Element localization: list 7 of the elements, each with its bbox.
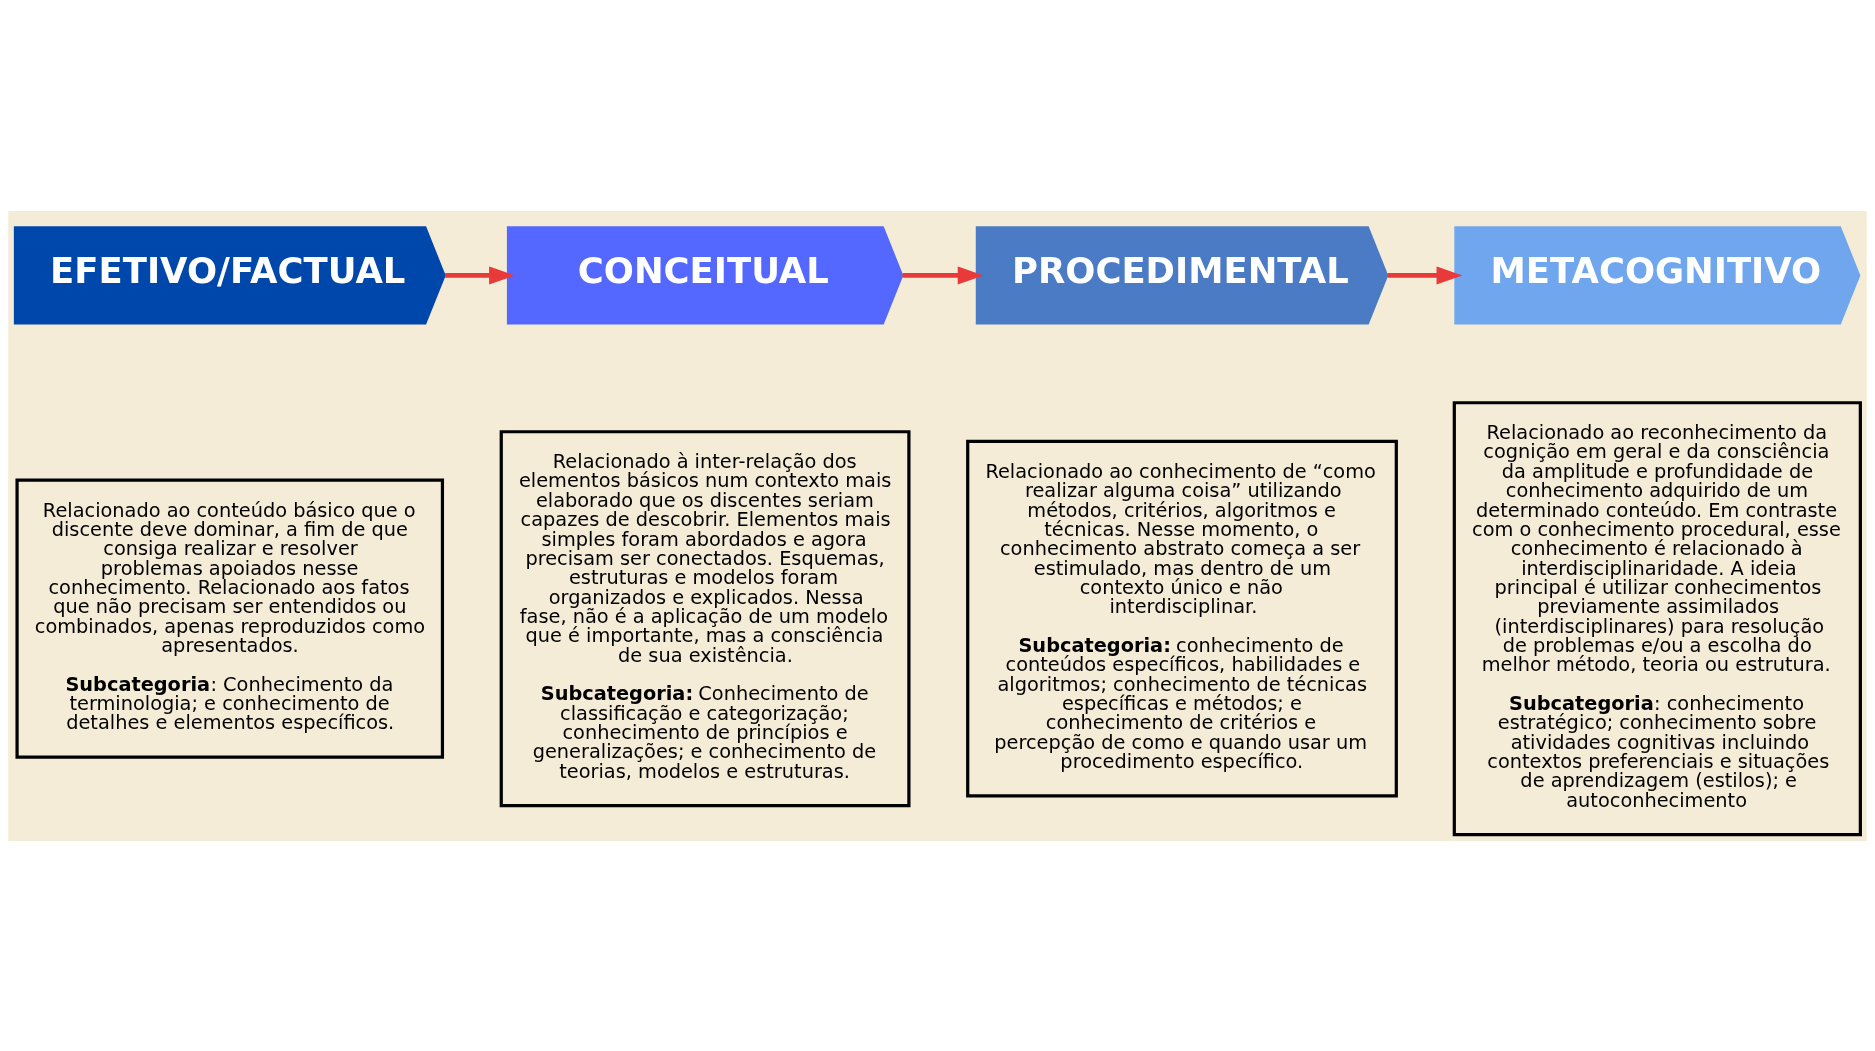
node-box: Relacionado ao reconhecimento da cognição em geral e da consciência da amplitude e profundidade de conhecimento adquirido de um determinado conteúdo. Em contraste com o conhecimento procedural, esse conhecimento é relacionado à interdisciplinaridade. A ideia principal é utilizar conhecimentos previamente assimilados (interdisciplinares) para resolução de problemas e/ou a escolha do melhor método, teoria ou estrutura. Subcategoria: conhecimento estratégico; conhecimento sobre atividades cognitivas incluindo contextos preferenciais e situações de aprendizagem (estilos); e autoconhecimento bbox=[1452, 400, 1862, 836]
arrow bbox=[1387, 265, 1463, 284]
arrow bbox=[445, 265, 515, 284]
arrow bbox=[902, 265, 984, 284]
node-box: Relacionado ao conhecimento de “como realizar alguma coisa” utilizando métodos, critérios, algoritmos e técnicas. Nesse momento, o conhecimento abstrato começa a ser estimulado, mas dentro de um contexto único e não interdisciplinar. Subcategoria: conhecimento de conteúdos específicos, habilidades e algoritmos; conhecimento de técnicas específicas e métodos; e conhecimento de critérios e percepção de como e quando usar um procedimento específico. bbox=[966, 439, 1398, 797]
node-box: Relacionado à inter-relação dos elementos básicos num contexto mais elaborado que os discentes seriam capazes de descobrir. Elementos mais simples foram abordados e agora precisam ser conectados. Esquemas, estruturas e modelos foram organizados e explicados. Nessa fase, não é a aplicação de um modelo que é importante, mas a consciência de sua existência. Subcategoria: Conhecimento de classificação e categorização; conhecimento de princípios e generalizações; e conhecimento de teorias, modelos e estruturas. bbox=[499, 429, 911, 807]
node-box: Relacionado ao conteúdo básico que o discente deve dominar, a fim de que consiga realizar e resolver problemas apoiados nesse conhecimento. Relacionado aos fatos que não precisam ser entendidos ou combinados, apenas reproduzidos como apresentados. Subcategoria: Conhecimento da terminologia; e conhecimento de detalhes e elementos específicos. bbox=[15, 477, 445, 759]
